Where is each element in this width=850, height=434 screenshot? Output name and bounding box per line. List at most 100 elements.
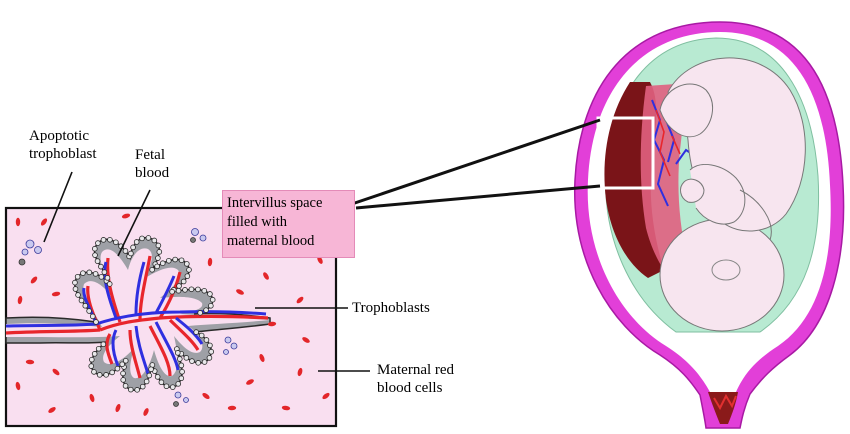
trophoblast-bead <box>158 379 165 386</box>
red-blood-cell <box>15 217 21 227</box>
red-blood-cell <box>17 295 23 305</box>
trophoblast-bead <box>114 365 121 372</box>
trophoblast-bead <box>156 249 163 255</box>
trophoblast-bead <box>139 383 146 390</box>
trophoblast-bead <box>207 342 213 349</box>
trophoblast-bead <box>100 237 107 243</box>
trophoblast-bead <box>163 383 170 390</box>
trophoblast-bead <box>103 372 109 378</box>
label-apoptotic-trophoblast: Apoptotic trophoblast <box>29 128 97 162</box>
trophoblast-bead <box>143 378 150 385</box>
trophoblast-bead <box>80 270 86 276</box>
red-blood-cell <box>259 354 265 362</box>
trophoblast-bead <box>176 283 182 289</box>
trophoblast-bead <box>134 387 140 393</box>
trophoblast-bead <box>139 235 145 242</box>
trophoblast-bead <box>74 273 81 280</box>
trophoblast-bead <box>133 239 140 245</box>
trophoblast-bead <box>203 307 209 313</box>
trophoblast-bead <box>206 355 213 361</box>
red-blood-cell <box>51 291 61 297</box>
trophoblast-bead <box>100 341 107 348</box>
trophoblast-bead <box>146 372 153 379</box>
trophoblast-bead <box>109 369 115 376</box>
trophoblast-bead <box>119 361 125 368</box>
trophoblast-bead <box>155 255 161 261</box>
trophoblast-bead <box>154 263 160 270</box>
red-blood-cell <box>30 276 38 284</box>
trophoblast-bead <box>98 274 105 280</box>
trophoblast-bead <box>197 310 203 316</box>
red-blood-cell <box>322 392 330 400</box>
trophoblast-bead <box>209 296 216 303</box>
trophoblast-bead <box>122 248 129 254</box>
red-blood-cell <box>202 392 210 400</box>
trophoblast-bead <box>113 239 119 246</box>
trophoblast-bead <box>195 360 202 366</box>
red-blood-cell <box>40 218 48 226</box>
red-blood-cell <box>89 393 95 403</box>
red-blood-cell <box>302 337 310 343</box>
trophoblast-bead <box>91 369 97 375</box>
trophoblast-bead <box>208 348 215 355</box>
trophoblast-bead <box>122 383 129 389</box>
trophoblast-bead <box>93 319 99 325</box>
red-blood-cell <box>297 367 303 377</box>
trophoblast-bead <box>96 372 103 378</box>
trophoblast-bead <box>174 350 181 356</box>
trophoblast-bead <box>98 263 104 270</box>
trophoblast-bead <box>91 351 98 357</box>
trophoblast-bead <box>203 337 210 343</box>
trophoblast-bead <box>201 288 208 294</box>
fetus <box>659 57 806 332</box>
trophoblast-bead <box>154 374 161 380</box>
red-blood-cell <box>48 407 56 413</box>
trophoblast-bead <box>201 359 208 365</box>
trophoblast-bead <box>178 257 185 264</box>
trophoblast-bead <box>155 242 162 249</box>
trophoblast-bead <box>148 366 154 373</box>
leader-lines <box>43 171 370 372</box>
trophoblast-bead <box>195 286 201 293</box>
trophoblast-bead <box>183 355 190 361</box>
trophoblast-bead <box>176 356 183 362</box>
red-blood-cell <box>25 359 35 365</box>
trophoblast-bead <box>127 386 134 393</box>
trophoblast-bead <box>72 279 78 286</box>
red-blood-cell <box>267 321 277 327</box>
magnifier-frame <box>596 116 655 190</box>
red-blood-cell <box>207 257 213 267</box>
trophoblast-bead <box>92 245 98 252</box>
trophoblast-bead <box>172 256 178 263</box>
apoptotic-trophoblast-clusters <box>18 228 238 407</box>
trophoblast-bead <box>89 356 95 363</box>
trophoblast-bead <box>78 297 85 304</box>
trophoblast-bead <box>188 286 195 293</box>
trophoblast-bead <box>186 267 192 273</box>
label-intervillus-space: Intervillus space filled with maternal b… <box>222 190 355 258</box>
trophoblast-bead <box>189 358 195 364</box>
trophoblast-bead <box>184 261 190 267</box>
trophoblast-bead <box>149 266 155 273</box>
maternal-red-blood-cells <box>15 213 330 416</box>
red-blood-cell <box>121 213 131 219</box>
trophoblast-bead <box>94 258 101 264</box>
red-blood-cell <box>281 405 291 411</box>
trophoblast-bead <box>159 260 166 266</box>
trophoblast-bead <box>92 271 99 277</box>
trophoblast-bead <box>89 313 96 320</box>
red-blood-cell <box>15 381 21 391</box>
trophoblast-bead <box>178 375 185 382</box>
trophoblast-bead <box>95 345 102 352</box>
trophoblast-bead <box>184 273 191 279</box>
trophoblast-bead <box>175 287 182 294</box>
trophoblast-bead <box>107 236 113 243</box>
trophoblast-bead <box>72 286 79 292</box>
red-blood-cell <box>317 256 323 264</box>
trophoblast-beads <box>72 235 216 393</box>
red-blood-cell <box>263 272 269 280</box>
label-trophoblasts: Trophoblasts <box>352 300 430 316</box>
trophoblast-bead <box>75 292 81 298</box>
red-blood-cell <box>115 403 121 413</box>
